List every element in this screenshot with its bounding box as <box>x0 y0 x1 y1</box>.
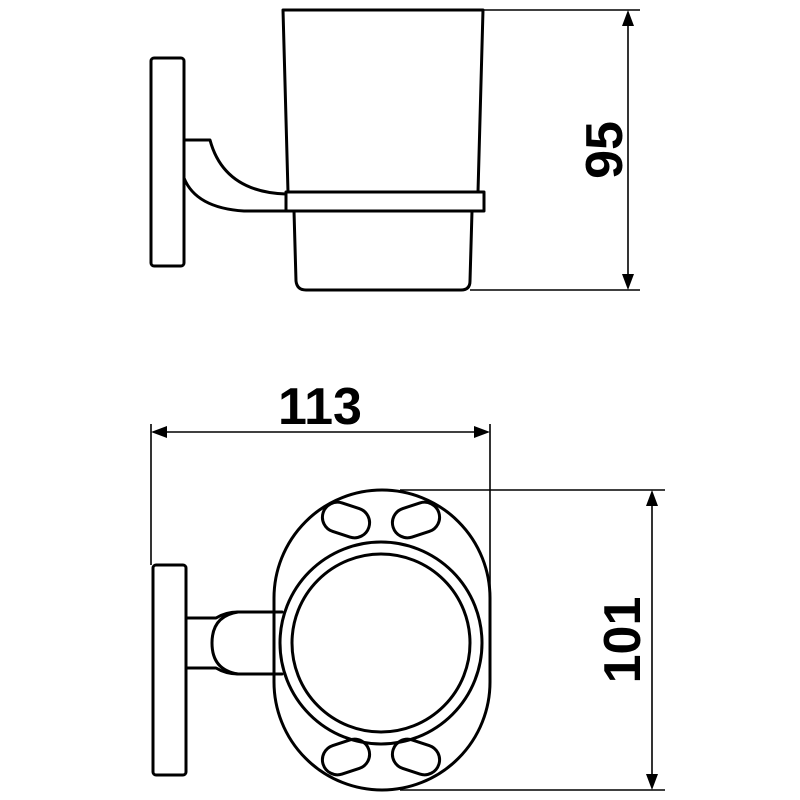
depth-value: 101 <box>594 597 652 684</box>
top-cup-ring-outer <box>278 540 484 746</box>
side-cup-bottom <box>292 209 474 292</box>
depth-dimension: 101 <box>400 489 665 791</box>
top-view <box>151 488 492 792</box>
side-arm <box>182 138 288 213</box>
side-cup-top <box>281 8 485 194</box>
side-holder-ring <box>284 190 486 213</box>
top-arm-cap <box>210 610 240 676</box>
height-dimension: 95 <box>470 9 640 291</box>
height-value: 95 <box>576 121 634 179</box>
side-wall-plate <box>149 56 186 268</box>
side-view <box>149 8 486 292</box>
toothbrush-slot-bottom-right <box>390 737 442 777</box>
top-cup-ring-inner <box>290 552 472 734</box>
toothbrush-slot-bottom-left <box>320 737 372 777</box>
width-value: 113 <box>278 378 362 436</box>
width-dimension: 113 <box>150 378 491 640</box>
toothbrush-slot-top-left <box>320 500 372 540</box>
top-wall-plate <box>151 563 188 777</box>
toothbrush-slot-top-right <box>390 500 442 540</box>
